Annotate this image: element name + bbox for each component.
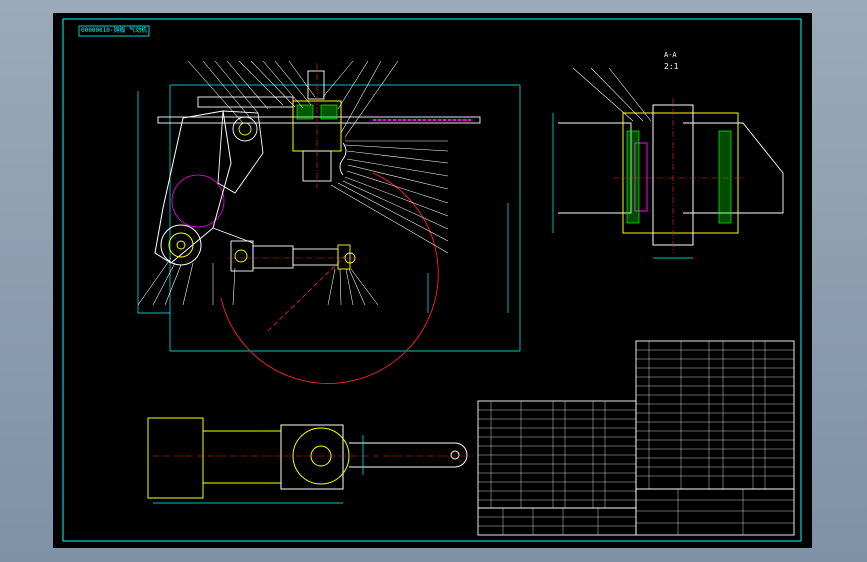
main-view (137, 60, 521, 384)
top-view-link (349, 442, 468, 468)
upper-pivot-pin (238, 122, 252, 136)
drawing-sheet: 00000010-铜板 气动机 A-A 2:1 (53, 13, 812, 548)
section-leader-3 (608, 67, 652, 122)
leader-lines (137, 60, 449, 306)
swing-arc (220, 172, 439, 384)
title-tag-box (78, 25, 150, 37)
main-arm (154, 110, 232, 264)
section-scale: 2:1 (664, 62, 679, 71)
section-leader-2 (590, 67, 644, 122)
section-hatch-left (626, 130, 640, 224)
title-tag: 00000010-铜板 气动机 (81, 27, 148, 34)
section-frame-left (558, 122, 632, 214)
top-view-base (147, 417, 204, 499)
cylinder-mount (230, 240, 254, 272)
section-bushing (634, 142, 648, 212)
title-block-frame (635, 488, 795, 536)
section-housing (622, 112, 739, 234)
section-frame-right (683, 122, 784, 214)
top-view-link-hole (450, 450, 460, 460)
title-block (477, 488, 795, 536)
gripper-hatch-left (296, 104, 314, 120)
section-hatch-right (718, 130, 732, 224)
parts-list-left-rows (478, 401, 636, 508)
parts-list-left (477, 400, 637, 509)
top-view-arm (202, 430, 282, 484)
cylinder-body (252, 245, 294, 269)
cylinder-pivot (234, 249, 248, 263)
section-leader-1 (572, 67, 634, 122)
section-label: A-A (664, 51, 677, 59)
parts-list-right-rows (636, 341, 794, 489)
arm-upper-link (217, 110, 264, 194)
dim-left-height (137, 91, 170, 314)
swing-radius (267, 252, 349, 332)
parts-list-left-frame (477, 400, 637, 509)
lower-hub (160, 224, 202, 266)
top-view (147, 417, 473, 504)
section-view (552, 67, 784, 259)
top-rail (157, 116, 481, 124)
hook-chain (339, 142, 347, 176)
drawing-canvas (62, 18, 802, 542)
revision-block-frame (477, 507, 637, 536)
arm-sweep-circle (171, 174, 225, 228)
lower-hub-bore (176, 240, 186, 250)
gripper-hatch-right (320, 104, 338, 120)
upper-pivot (232, 116, 258, 142)
gripper-top-valve (307, 70, 325, 100)
drawing-border (62, 18, 802, 542)
cylinder-rod (292, 248, 339, 266)
arm-lower-link (212, 227, 254, 244)
lower-hub-flange (168, 232, 194, 258)
rod-end (337, 244, 351, 270)
parts-list-right (635, 340, 795, 490)
top-view-head (280, 424, 344, 490)
title-block-grid (478, 489, 794, 535)
top-bracket (197, 96, 294, 108)
